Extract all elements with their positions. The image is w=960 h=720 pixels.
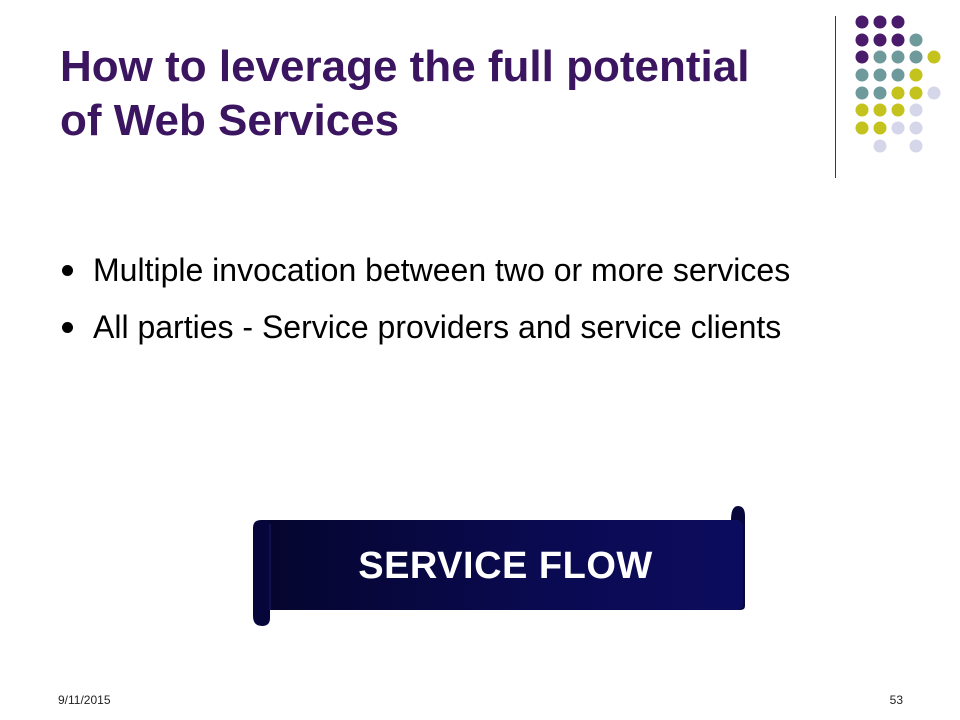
banner-label: SERVICE FLOW (358, 544, 653, 587)
footer-date: 9/11/2015 (58, 693, 111, 707)
dot (855, 103, 869, 117)
dot (855, 86, 869, 100)
dot (891, 15, 905, 29)
dot (873, 50, 887, 64)
bullet-icon (62, 265, 73, 276)
decorative-dot-grid (855, 15, 941, 153)
dot (891, 50, 905, 64)
banner-body (260, 520, 743, 610)
page-number: 53 (889, 693, 903, 707)
dot (909, 33, 923, 47)
slide-title: How to leverage the full potential of We… (60, 42, 750, 145)
bullet-text: All parties - Service providers and serv… (93, 309, 782, 345)
scroll-banner (253, 506, 745, 626)
dot (891, 103, 905, 117)
dot (855, 33, 869, 47)
dot (909, 121, 923, 135)
dot (873, 86, 887, 100)
dot (873, 68, 887, 82)
dot (873, 121, 887, 135)
bullet-text: Multiple invocation between two or more … (93, 252, 791, 288)
dot (909, 68, 923, 82)
dot (873, 103, 887, 117)
dot (909, 139, 923, 153)
dot (927, 50, 941, 64)
dot (855, 68, 869, 82)
dot (855, 15, 869, 29)
dot (855, 50, 869, 64)
bullet-list: Multiple invocation between two or more … (62, 250, 842, 364)
dot (909, 50, 923, 64)
dot (891, 33, 905, 47)
bullet-item: All parties - Service providers and serv… (62, 307, 842, 347)
dot (891, 121, 905, 135)
bullet-icon (62, 322, 73, 333)
dot (927, 86, 941, 100)
bullet-item: Multiple invocation between two or more … (62, 250, 842, 290)
dot (909, 103, 923, 117)
dot (873, 33, 887, 47)
dot (873, 139, 887, 153)
title-divider (835, 16, 836, 178)
dot (873, 15, 887, 29)
dot (891, 68, 905, 82)
banner-left-curl (253, 520, 270, 626)
dot (891, 86, 905, 100)
dot (909, 86, 923, 100)
dot (855, 121, 869, 135)
